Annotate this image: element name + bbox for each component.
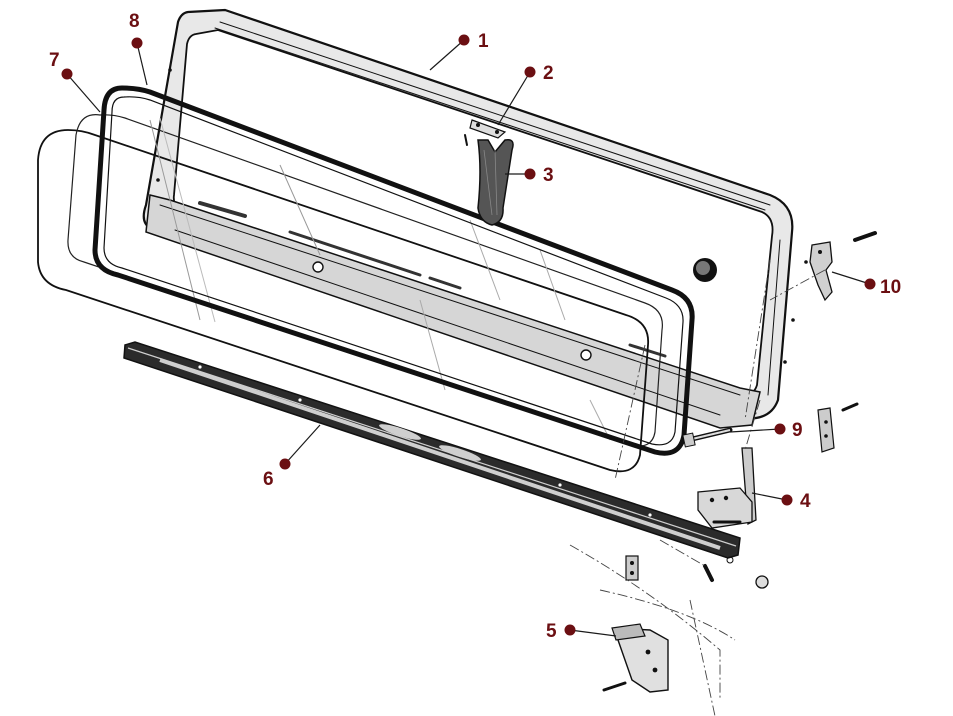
callout-label: 7 bbox=[49, 50, 60, 71]
callout-marker bbox=[458, 34, 470, 46]
callout-10: 10 bbox=[864, 277, 901, 298]
callout-label: 5 bbox=[546, 621, 557, 642]
body-cowl-outline bbox=[569, 259, 826, 716]
callout-5: 5 bbox=[546, 621, 576, 642]
callout-label: 9 bbox=[792, 420, 803, 441]
hinge-bolt bbox=[682, 427, 733, 448]
callout-marker bbox=[279, 458, 291, 470]
callout-label: 3 bbox=[543, 165, 554, 186]
windshield-clamp bbox=[809, 231, 877, 453]
callout-6: 6 bbox=[263, 458, 291, 490]
callout-label: 1 bbox=[478, 31, 489, 52]
callout-marker bbox=[781, 494, 793, 506]
callout-marker bbox=[524, 66, 536, 78]
windshield-frame bbox=[142, 8, 808, 429]
callout-label: 2 bbox=[543, 63, 554, 84]
windshield-hinge bbox=[697, 447, 757, 529]
callout-1: 1 bbox=[458, 31, 489, 52]
callout-4: 4 bbox=[781, 491, 811, 512]
callout-label: 10 bbox=[880, 277, 901, 298]
callout-marker bbox=[564, 624, 576, 636]
callout-8: 8 bbox=[129, 11, 143, 49]
windshield-seal bbox=[92, 85, 695, 456]
callout-7: 7 bbox=[49, 50, 73, 80]
callout-label: 4 bbox=[800, 491, 811, 512]
windshield-glass bbox=[37, 114, 663, 473]
callout-marker bbox=[131, 37, 143, 49]
callout-label: 8 bbox=[129, 11, 140, 32]
strap-bracket bbox=[464, 119, 507, 146]
callout-marker bbox=[524, 168, 536, 180]
callout-9: 9 bbox=[774, 420, 803, 441]
canvas-strap bbox=[477, 138, 514, 226]
body-hinge bbox=[602, 555, 769, 693]
callout-3: 3 bbox=[524, 165, 554, 186]
callout-marker bbox=[774, 423, 786, 435]
callout-marker bbox=[61, 68, 73, 80]
windshield-channel-strip bbox=[123, 341, 741, 559]
callout-label: 6 bbox=[263, 469, 274, 490]
callout-2: 2 bbox=[524, 63, 554, 84]
callout-marker bbox=[864, 278, 876, 290]
